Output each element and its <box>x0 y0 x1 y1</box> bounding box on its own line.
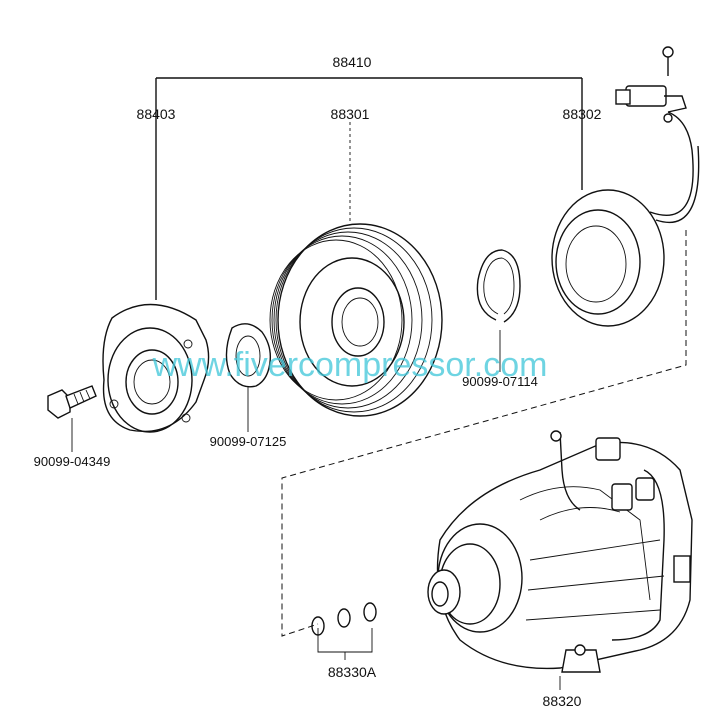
watermark-text: www.fivercompressor.com <box>152 346 548 384</box>
shim-part <box>225 323 272 388</box>
label-coil: 88302 <box>563 106 602 122</box>
label-orings: 88330A <box>328 664 377 680</box>
pulley-part <box>269 223 443 417</box>
label-compressor: 88320 <box>543 693 582 709</box>
labels: 88410 88403 88301 88302 90099-07114 9009… <box>34 54 602 709</box>
bolt-part <box>47 385 97 419</box>
o-rings-part <box>311 602 377 636</box>
alignment-dashes <box>281 230 687 637</box>
label-hub: 88403 <box>137 106 176 122</box>
snap-ring-part <box>476 249 521 323</box>
label-snap-ring: 90099-07114 <box>462 374 538 389</box>
label-bolt: 90099-04349 <box>34 454 111 469</box>
label-pulley: 88301 <box>331 106 370 122</box>
label-shim: 90099-07125 <box>210 434 287 449</box>
magnet-hub-part <box>102 303 210 433</box>
compressor-part <box>427 430 693 673</box>
label-assembly: 88410 <box>333 54 372 70</box>
field-coil-part <box>551 46 700 327</box>
